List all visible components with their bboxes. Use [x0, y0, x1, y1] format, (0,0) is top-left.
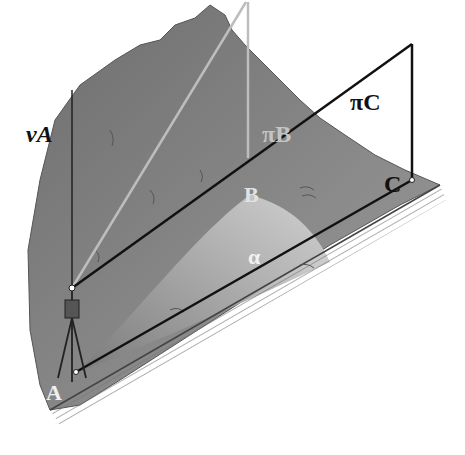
- axis-label: νA: [26, 122, 53, 146]
- point-label: C: [384, 172, 401, 196]
- point-label: A: [46, 382, 62, 404]
- angle-label: α: [248, 246, 260, 268]
- plane-label: πB: [262, 122, 291, 146]
- point-label: B: [244, 184, 259, 206]
- plane-label: πC: [350, 90, 380, 114]
